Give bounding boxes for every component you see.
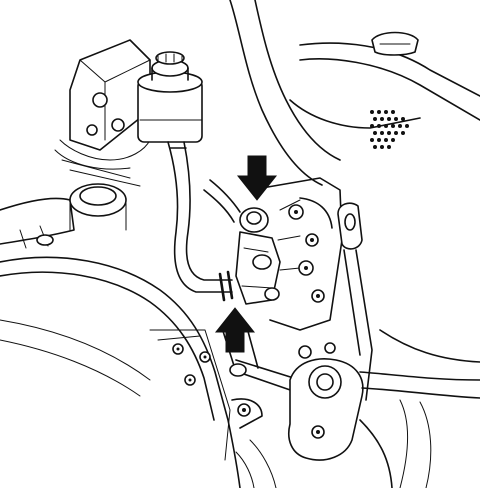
callout-arrow-lower bbox=[214, 307, 256, 353]
grille-dot bbox=[387, 117, 391, 121]
grille-dot bbox=[373, 117, 377, 121]
grille-dot bbox=[405, 124, 409, 128]
grille-dot bbox=[384, 138, 388, 142]
abs-modulator bbox=[54, 39, 151, 187]
grille-dot bbox=[387, 145, 391, 149]
grille-dot bbox=[380, 145, 384, 149]
reservoir-cap bbox=[155, 51, 185, 65]
grille-dot bbox=[401, 131, 405, 135]
mount-bracket bbox=[337, 202, 373, 401]
filter-canister bbox=[69, 183, 127, 231]
grille-dot bbox=[373, 131, 377, 135]
grille-dot bbox=[391, 110, 395, 114]
arrow-up-icon bbox=[214, 307, 256, 353]
grille-dot bbox=[377, 110, 381, 114]
bolt-head bbox=[36, 234, 54, 246]
grille-dot bbox=[373, 145, 377, 149]
grille-dot bbox=[370, 138, 374, 142]
sway-bar bbox=[359, 329, 480, 488]
grille-dot bbox=[394, 131, 398, 135]
grille-dot bbox=[398, 124, 402, 128]
strut-mount-bolts bbox=[172, 343, 211, 386]
return-hose bbox=[167, 141, 233, 293]
inner-fender bbox=[0, 197, 241, 488]
grille-dot bbox=[377, 124, 381, 128]
grille-dot bbox=[391, 124, 395, 128]
engine-mount bbox=[288, 342, 364, 461]
callout-arrow-upper bbox=[236, 155, 278, 201]
grille-dot bbox=[401, 117, 405, 121]
grille-dot bbox=[370, 124, 374, 128]
banjo-bolt bbox=[239, 207, 269, 233]
grille-dot bbox=[391, 138, 395, 142]
grille-dot bbox=[384, 110, 388, 114]
banjo-fitting bbox=[203, 179, 281, 305]
fluid-reservoir bbox=[137, 51, 203, 143]
grille-dot bbox=[394, 117, 398, 121]
subframe bbox=[0, 319, 277, 488]
vent-grille bbox=[370, 110, 409, 149]
grille-dot bbox=[384, 124, 388, 128]
grille-dot bbox=[380, 131, 384, 135]
cowl-panel bbox=[229, 0, 480, 186]
hose-clamp bbox=[218, 270, 234, 302]
grille-dot bbox=[380, 117, 384, 121]
steering-rod bbox=[221, 323, 301, 429]
grille-dot bbox=[387, 131, 391, 135]
grille-dot bbox=[377, 138, 381, 142]
grille-dot bbox=[370, 110, 374, 114]
arrow-down-icon bbox=[236, 155, 278, 201]
